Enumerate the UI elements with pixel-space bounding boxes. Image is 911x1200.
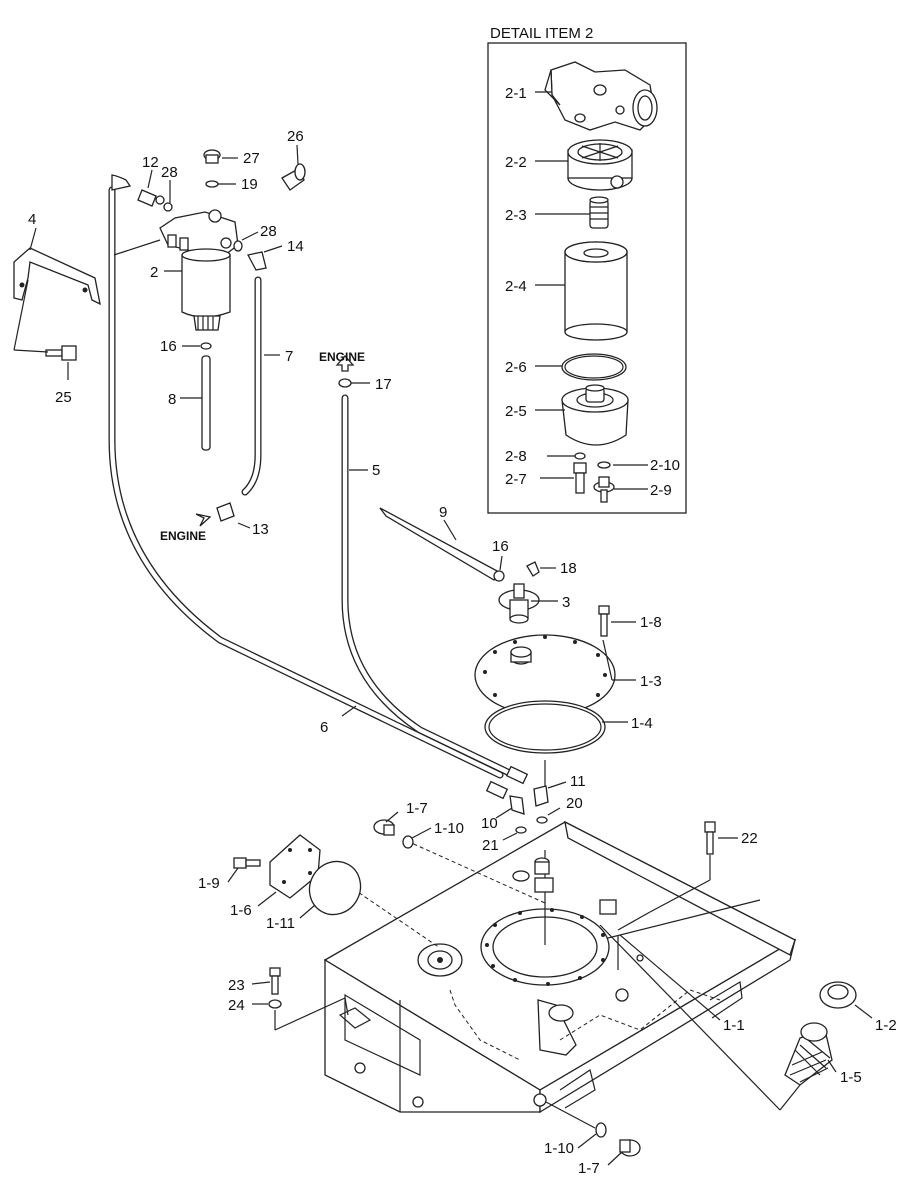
callout-8: 8	[168, 391, 176, 408]
callout-19: 19	[241, 176, 258, 193]
callout-1-9: 1-9	[198, 875, 220, 892]
callout-2-5: 2-5	[505, 403, 527, 420]
callout-1-7-lower: 1-7	[578, 1160, 600, 1177]
bolt-22-part	[704, 821, 716, 855]
fitting-26-part	[281, 163, 306, 191]
callout-1-6: 1-6	[230, 902, 252, 919]
detail-item-2-panel: DETAIL ITEM 2	[487, 25, 687, 514]
seal-1-10-upper-part	[402, 835, 414, 849]
engine-label-lower: ENGINE	[160, 529, 206, 543]
seal-16-upper-part	[200, 342, 212, 350]
seal-17-part	[338, 378, 352, 388]
callout-28-right: 28	[260, 223, 277, 240]
callout-27: 27	[243, 150, 260, 167]
callout-13: 13	[252, 521, 269, 538]
fitting-12-part	[137, 189, 165, 207]
callout-4: 4	[28, 211, 36, 228]
callout-1-10-upper: 1-10	[434, 820, 464, 837]
o-ring-2-6-part	[561, 353, 627, 381]
callout-11: 11	[570, 773, 586, 790]
callout-2-8: 2-8	[505, 448, 527, 465]
fuel-tank-1-1-part	[323, 820, 797, 1114]
bolt-1-9-part	[233, 857, 261, 869]
callout-20: 20	[566, 795, 583, 812]
filter-bowl-part	[561, 384, 629, 446]
callout-21: 21	[482, 837, 499, 854]
callout-2-6: 2-6	[505, 359, 527, 376]
hose-end-fittings	[485, 765, 549, 834]
fitting-13-part	[216, 502, 235, 522]
strainer-1-5-part	[784, 1022, 833, 1086]
callout-5: 5	[372, 462, 380, 479]
callout-1-3: 1-3	[640, 673, 662, 690]
callout-2-1: 2-1	[505, 85, 527, 102]
plug-1-7-lower-part	[619, 1139, 641, 1157]
callout-16-upper: 16	[160, 338, 177, 355]
callout-1-11: 1-11	[266, 915, 295, 932]
callout-2: 2	[150, 264, 158, 281]
gasket-1-11-part	[308, 860, 362, 916]
callout-1-8: 1-8	[640, 614, 662, 631]
filter-ring-part	[567, 139, 633, 191]
callout-10: 10	[481, 815, 498, 832]
callout-2-3: 2-3	[505, 207, 527, 224]
callout-6: 6	[320, 719, 328, 736]
seal-2-8-part	[574, 452, 586, 460]
seal-28-upper-part	[163, 202, 173, 212]
callout-12: 12	[142, 154, 159, 171]
callout-1-10-lower: 1-10	[544, 1140, 574, 1157]
callout-18: 18	[560, 560, 577, 577]
washer-24-part	[268, 999, 282, 1009]
fitting-18-part	[526, 561, 540, 577]
filter-nipple-part	[589, 196, 609, 229]
callout-2-2: 2-2	[505, 154, 527, 171]
gasket-1-4-part	[484, 700, 606, 754]
plug-1-7-upper-part	[373, 819, 395, 836]
callout-3: 3	[562, 594, 570, 611]
bracket-part	[13, 247, 101, 306]
tank-cover-1-3-part	[474, 634, 616, 716]
callout-1-1: 1-1	[723, 1017, 745, 1034]
seal-19-part	[205, 180, 219, 188]
seal-28-right-part	[233, 240, 243, 252]
bolt-25-part	[45, 345, 77, 361]
engine-label-upper: ENGINE	[319, 350, 365, 364]
sensor-2-9-part	[593, 476, 615, 503]
callout-25: 25	[55, 389, 72, 406]
level-sender-3-part	[498, 583, 540, 624]
filter-cartridge-part	[564, 241, 628, 341]
callout-1-2: 1-2	[875, 1017, 897, 1034]
callout-24: 24	[228, 997, 245, 1014]
seal-16-lower-part	[493, 570, 505, 582]
seal-1-10-lower-part	[595, 1122, 607, 1138]
callout-2-9: 2-9	[650, 482, 672, 499]
callout-22: 22	[741, 830, 758, 847]
callout-1-7-upper: 1-7	[406, 800, 428, 817]
callout-28-upper: 28	[161, 164, 178, 181]
filter-head-part	[544, 61, 658, 131]
drain-plug-2-7-part	[573, 462, 587, 494]
cap-1-2-part	[819, 981, 857, 1009]
callout-1-4: 1-4	[631, 715, 653, 732]
callout-2-7: 2-7	[505, 471, 527, 488]
callout-17: 17	[375, 376, 392, 393]
plug-27-part	[203, 149, 221, 164]
callout-14: 14	[287, 238, 304, 255]
bolt-1-8-part	[598, 605, 610, 637]
detail-box-title: DETAIL ITEM 2	[490, 25, 593, 42]
callout-26: 26	[287, 128, 304, 145]
fuel-filter-assembly	[13, 149, 610, 782]
seal-2-10-part	[597, 461, 611, 469]
elbow-14-part	[247, 251, 267, 271]
callout-9: 9	[439, 504, 447, 521]
callout-2-10: 2-10	[650, 457, 680, 474]
callout-1-5: 1-5	[840, 1069, 862, 1086]
callout-23: 23	[228, 977, 245, 994]
pipe-8-part	[201, 355, 211, 451]
bolt-23-part	[269, 967, 281, 995]
callout-7: 7	[285, 348, 293, 365]
callout-2-4: 2-4	[505, 278, 527, 295]
callout-16-lower: 16	[492, 538, 509, 555]
